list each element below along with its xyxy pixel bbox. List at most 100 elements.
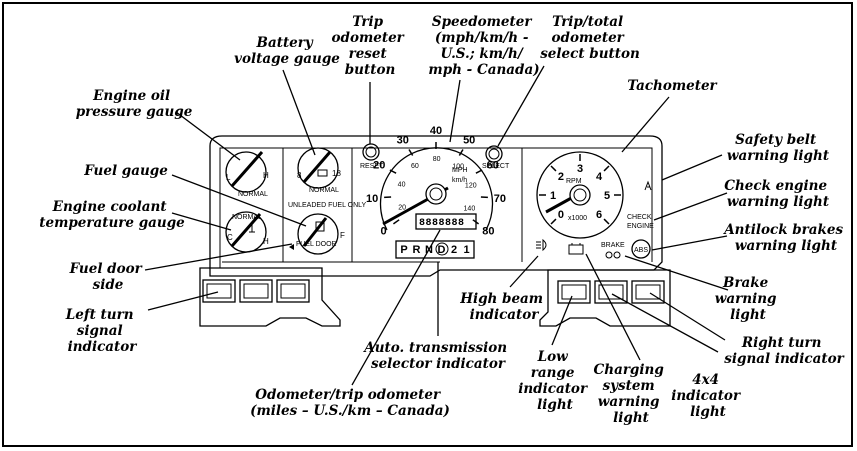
speedo-mph-tick-label: 80: [482, 226, 494, 238]
svg-text:BRAKE: BRAKE: [601, 242, 625, 249]
fuel-door-arrow-icon: [289, 244, 294, 250]
tach-tick: [603, 218, 610, 225]
check-engine-light: CHECK ENGINE: [627, 214, 654, 230]
odometer-digits: 8888888: [419, 218, 465, 229]
oil-pressure-gauge: L H NORMAL: [225, 151, 269, 198]
cluster-bezel: [209, 135, 663, 277]
speedo-mph-tick-label: 20: [373, 159, 385, 171]
speedo-mph-tick-label: 10: [366, 193, 378, 205]
battery-high-label: 18: [332, 169, 341, 178]
tach-tick: [550, 218, 557, 225]
label-engine-oil: Engine oil pressure gauge: [76, 88, 193, 120]
label-fuel-gauge: Fuel gauge: [83, 163, 168, 179]
speedo-kmh-tick-label: 20: [398, 204, 406, 211]
label-fuel-door: Fuel door side: [69, 261, 147, 293]
tach-multiplier-label: x1000: [568, 215, 587, 222]
abs-light: ABS: [631, 239, 651, 259]
svg-text:ENGINE: ENGINE: [627, 223, 654, 230]
diagram-frame: [2, 2, 853, 447]
trip-select-button[interactable]: SELECT: [482, 145, 510, 170]
battery-gauge: 8 18 NORMAL: [297, 147, 341, 194]
label-high-beam: High beam indicator: [459, 291, 548, 323]
svg-text:ABS: ABS: [634, 247, 648, 254]
svg-text:CHECK: CHECK: [627, 214, 652, 221]
left-switch-pod: [199, 267, 341, 327]
speedo-tick: [408, 149, 414, 156]
speedo-mph-tick-label: 40: [430, 125, 442, 137]
oil-normal-label: NORMAL: [238, 191, 268, 198]
fuel-pump-icon: [315, 221, 325, 232]
coolant-normal-label: NORMAL: [232, 214, 262, 221]
speedo-kmh-tick-label: 100: [452, 164, 464, 171]
label-brake: Brake warning light: [715, 275, 781, 323]
label-left-turn: Left turn signal indicator: [65, 307, 139, 355]
safety-belt-light: [644, 180, 652, 191]
coolant-cold-label: C: [227, 233, 233, 242]
tach-tick: [603, 165, 610, 172]
tach-tick-label: 4: [596, 171, 603, 183]
select-label: SELECT: [482, 163, 510, 170]
speedometer-ticks: [384, 142, 488, 225]
battery-normal-label: NORMAL: [309, 187, 339, 194]
oil-low-label: L: [226, 173, 231, 182]
tach-tick-label: 5: [604, 190, 610, 202]
rpm-label: RPM: [566, 178, 582, 185]
label-coolant: Engine coolant temperature gauge: [39, 199, 185, 231]
trip-reset-button[interactable]: RESET: [360, 143, 384, 170]
label-battery: Battery voltage gauge: [234, 35, 340, 67]
label-trip-reset: Trip odometer reset button: [332, 14, 409, 78]
speedo-kmh-tick-label: 80: [433, 156, 441, 163]
speedo-tick: [392, 219, 400, 225]
oil-high-label: H: [263, 171, 269, 180]
label-check-engine: Check engine warning light: [724, 178, 832, 210]
speedo-tick: [475, 169, 483, 174]
label-trip-select: Trip/total odometer select button: [540, 14, 640, 62]
high-beam-light: [536, 238, 547, 252]
gear-1: 1: [463, 244, 469, 256]
kmh-unit-label: km/h: [452, 177, 467, 184]
mph-unit-label: MPH: [452, 167, 468, 174]
speedo-kmh-tick-label: 120: [465, 183, 477, 190]
label-auto-trans: Auto. transmission selector indicator: [362, 340, 511, 372]
thermometer-icon: [249, 224, 255, 233]
tachometer: 012 3 456 RPM x1000: [536, 151, 624, 239]
speedo-mph-tick-label: 70: [494, 193, 506, 205]
speedo-mph-tick-label: 30: [397, 134, 409, 146]
label-odometer: Odometer/trip odometer (miles – U.S./km …: [250, 387, 450, 419]
tach-tick-label: 3: [577, 163, 583, 175]
tach-tick-label: 2: [558, 171, 564, 183]
callout-labels: Engine oil pressure gauge Battery voltag…: [39, 14, 848, 426]
brake-light: BRAKE: [601, 242, 625, 259]
fuel-door-label: FUEL DOOR: [296, 241, 337, 248]
label-safety-belt: Safety belt warning light: [727, 132, 830, 164]
tach-tick-label: 6: [596, 209, 602, 221]
label-low-range: Low range indicator light: [518, 349, 592, 413]
tach-tick-label: 0: [558, 209, 564, 221]
label-tachometer: Tachometer: [627, 78, 717, 94]
label-4x4: 4x4 indicator light: [671, 372, 745, 420]
tach-tick-label: 1: [550, 190, 556, 202]
right-switch-pod: [539, 269, 671, 327]
coolant-hot-label: H: [263, 237, 269, 246]
label-antilock: Antilock brakes warning light: [722, 222, 848, 254]
speedo-mph-tick-label: 0: [381, 226, 387, 238]
fuel-gauge: UNLEADED FUEL ONLY F FUEL DOOR: [288, 202, 367, 255]
gear-P: P: [400, 244, 407, 256]
fuel-full-label: F: [340, 231, 345, 240]
speedo-kmh-tick-label: 140: [464, 205, 476, 212]
speedo-tick: [458, 149, 464, 156]
speedo-kmh-tick-label: 60: [411, 163, 419, 170]
label-speedometer: Speedometer (mph/km/h - U.S.; km/h/ mph …: [428, 14, 539, 78]
speedo-kmh-tick-label: 40: [398, 181, 406, 188]
gear-D: D: [438, 244, 446, 256]
odometer-display: [415, 213, 477, 230]
gear-R: R: [413, 244, 421, 256]
leader-lines: [144, 65, 729, 386]
tach-tick: [550, 165, 557, 172]
gear-2: 2: [451, 244, 457, 256]
reset-label: RESET: [360, 163, 384, 170]
label-charging: Charging system warning light: [594, 362, 669, 426]
